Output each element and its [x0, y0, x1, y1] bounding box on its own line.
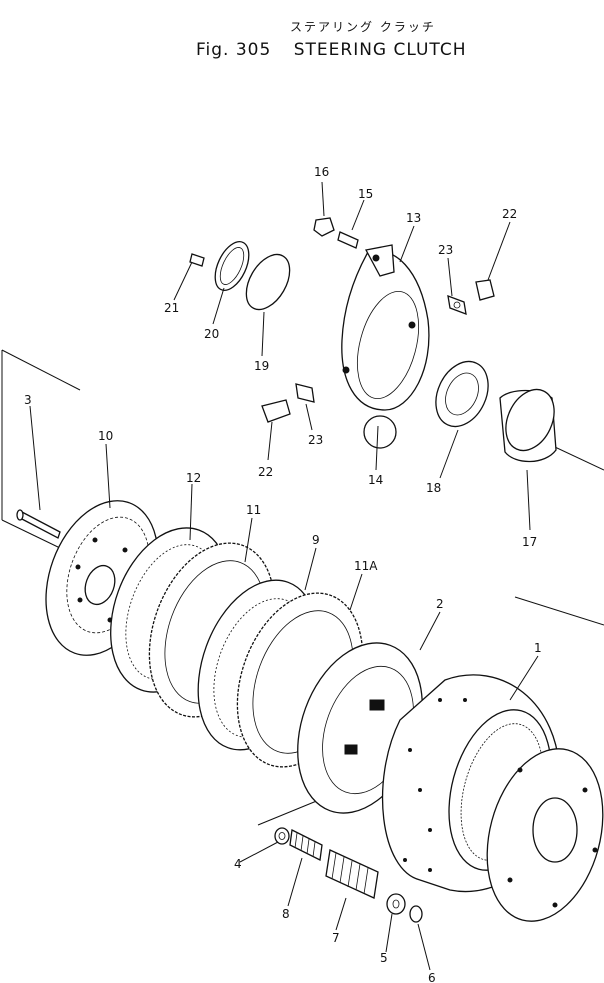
bearing-part-18 — [435, 360, 489, 428]
diagram-title-japanese: ステアリング クラッチ — [290, 20, 436, 34]
spring-part-8 — [289, 829, 323, 861]
part-label-21: 21 — [164, 301, 179, 315]
part-label-4: 4 — [234, 857, 242, 871]
part-label-7: 7 — [332, 931, 340, 945]
seal-ring-part-20 — [214, 241, 250, 291]
part-label-2: 2 — [436, 597, 444, 611]
part-label-17: 17 — [522, 535, 537, 549]
bolt-part-22-upper — [475, 279, 495, 301]
bolt-part-3 — [16, 509, 61, 539]
part-label-22-lower: 22 — [258, 465, 273, 479]
leader-lines — [29, 181, 539, 971]
bolt-part-15 — [337, 231, 359, 249]
part-label-5: 5 — [380, 951, 388, 965]
part-label-6: 6 — [428, 971, 436, 983]
part-label-9: 9 — [312, 533, 320, 547]
part-label-14: 14 — [368, 473, 383, 487]
figure-name: STEERING CLUTCH — [293, 40, 467, 60]
part-label-13: 13 — [406, 211, 421, 225]
part-label-12: 12 — [186, 471, 201, 485]
bolt-part-22-lower — [261, 399, 291, 423]
shim-part-23-upper — [447, 294, 467, 316]
part-label-22-upper: 22 — [502, 207, 517, 221]
grease-fitting-part-21 — [189, 253, 205, 267]
part-label-8: 8 — [282, 907, 290, 921]
part-label-10: 10 — [98, 429, 113, 443]
nut-part-4 — [274, 827, 290, 845]
part-label-15: 15 — [358, 187, 373, 201]
sleeve-part-17 — [499, 388, 557, 463]
ball-part-14 — [363, 415, 397, 449]
diagram-title: Fig. 305 STEERING CLUTCH — [196, 40, 466, 60]
snap-ring-part-19 — [245, 253, 291, 311]
washer-part-5 — [386, 893, 406, 915]
part-label-11a: 11A — [354, 559, 378, 573]
part-label-1: 1 — [534, 641, 542, 655]
part-label-11: 11 — [246, 503, 261, 517]
part-label-19: 19 — [254, 359, 269, 373]
lever-part-13 — [341, 244, 430, 411]
part-label-23-upper: 23 — [438, 243, 453, 257]
part-label-20: 20 — [204, 327, 219, 341]
part-label-16: 16 — [314, 165, 329, 179]
figure-number: Fig. 305 — [196, 40, 272, 60]
nut-part-16 — [313, 217, 335, 237]
part-label-23-lower: 23 — [308, 433, 323, 447]
shim-part-23-lower — [295, 383, 315, 403]
part-labels: 1 2 3 4 5 6 7 8 9 10 11 11A 12 13 14 15 … — [24, 165, 542, 983]
part-label-3: 3 — [24, 393, 32, 407]
nut-part-6 — [409, 905, 423, 923]
hub-flange — [486, 748, 604, 922]
part-label-18: 18 — [426, 481, 441, 495]
spring-part-7 — [325, 849, 379, 899]
